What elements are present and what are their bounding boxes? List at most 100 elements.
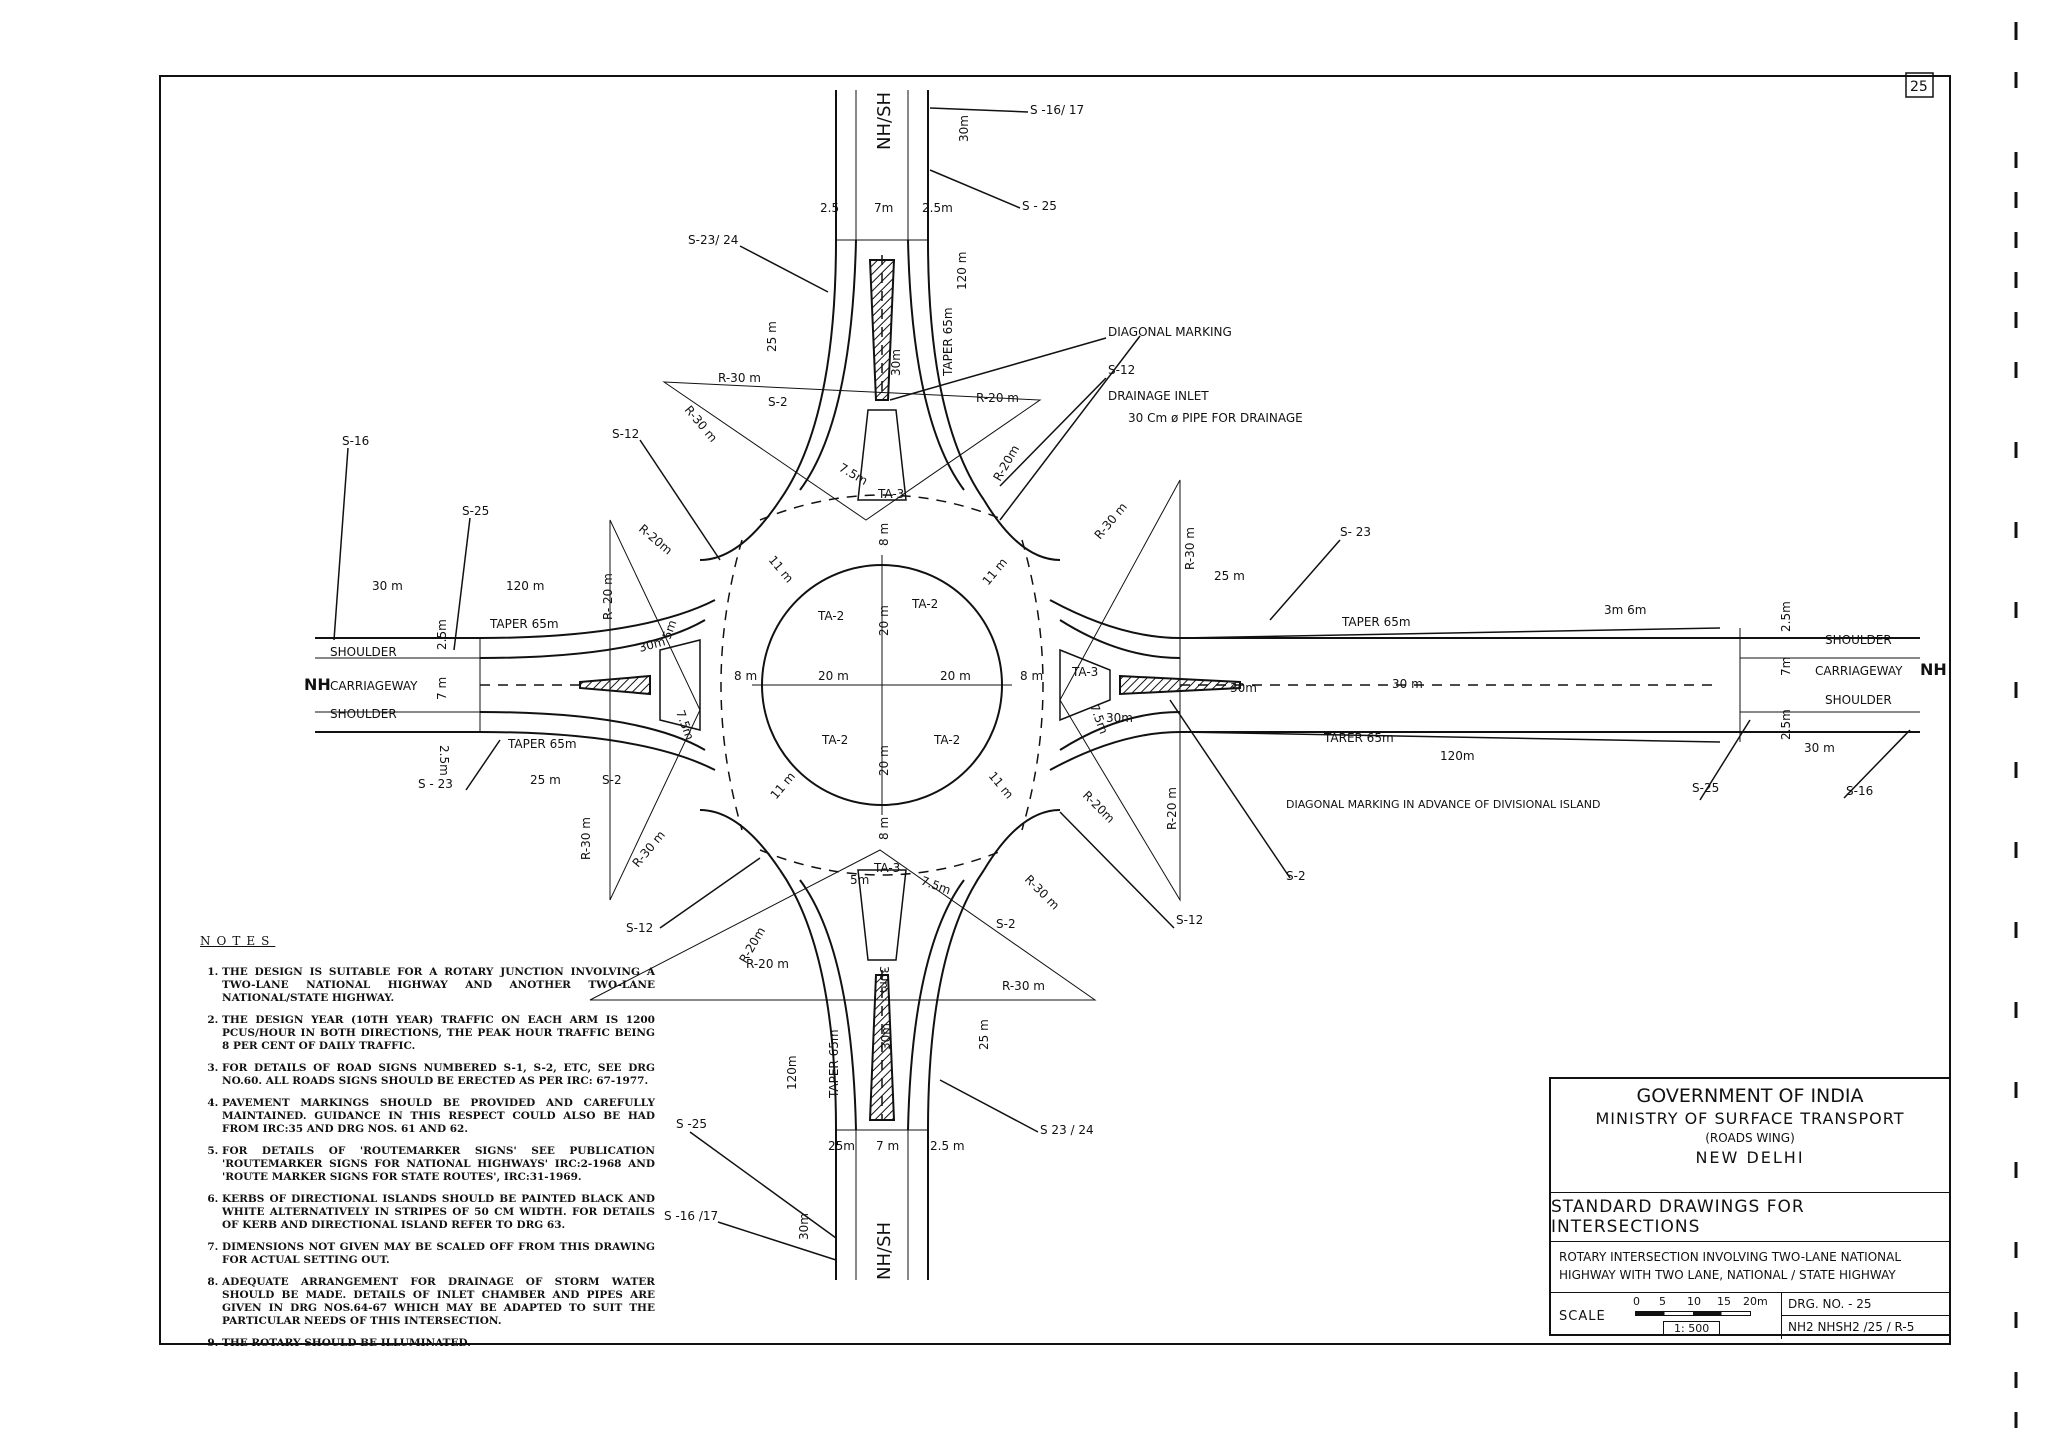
note-item: Adequate arrangement for drainage of sto… [222, 1276, 655, 1328]
sign-s23-left: S - 23 [418, 777, 453, 791]
title-block: GOVERNMENT OF INDIA MINISTRY OF SURFACE … [1549, 1077, 1951, 1339]
sheet-number-box [1905, 72, 1934, 98]
left-nh-label: NH [304, 675, 331, 694]
right-carriageway-label: CARRIAGEWAY [1815, 664, 1903, 678]
top-road-label: NH/SH [874, 92, 895, 150]
dim-top-120m: 120 m [955, 252, 969, 290]
dim-right-30m: 30 m [1392, 677, 1423, 691]
org-wing: (ROADS WING) [1705, 1131, 1795, 1145]
drawing-description: ROTARY INTERSECTION INVOLVING TWO-LANE N… [1551, 1242, 1949, 1293]
scale-tick: 10 [1687, 1295, 1701, 1308]
sign-s25-top: S - 25 [1022, 199, 1057, 213]
sign-s23-24-top: S-23/ 24 [688, 233, 738, 247]
dim-r20-diag-right: R-20m [990, 443, 1022, 484]
dim-r30-top: R-30 m [718, 371, 761, 385]
dim-r20-top: R-20 m [976, 391, 1019, 405]
right-shoulder-bottom: SHOULDER [1825, 693, 1892, 707]
construction-lines [589, 381, 1181, 1001]
dim-20m-left: 20 m [818, 669, 849, 683]
dim-top-7m: 7m [874, 201, 893, 215]
dim-bottom-r20: R-20 m [746, 957, 789, 971]
sign-s25-right: S-25 [1692, 781, 1719, 795]
note-item: For details of road signs numbered S-1, … [222, 1062, 655, 1088]
dim-bottom-30m: 30m [877, 966, 891, 993]
sign-s16-17-bottom: S -16 /17 [664, 1209, 718, 1223]
dim-20m-top: 20 m [877, 605, 891, 636]
scale-tick: 0 [1633, 1295, 1640, 1308]
callout-drainage-inlet: DRAINAGE INLET [1108, 389, 1209, 403]
dim-ta3-right: TA-3 [1071, 665, 1098, 679]
notes-section: NOTES The design is suitable for a rotar… [200, 935, 655, 1359]
sign-s23-right: S- 23 [1340, 525, 1371, 539]
dim-right-taper: TAPER 65m [1341, 615, 1411, 629]
sign-s16-17-top: S -16/ 17 [1030, 103, 1084, 117]
description-line-1: ROTARY INTERSECTION INVOLVING TWO-LANE N… [1559, 1250, 1902, 1264]
dim-11m-br: 11 m [986, 769, 1017, 802]
note-item: The design is suitable for a rotary junc… [222, 966, 655, 1005]
dim-5m-left: 5m [660, 618, 680, 641]
dim-8m-left: 8 m [734, 669, 757, 683]
sign-s23-24-bottom: S 23 / 24 [1040, 1123, 1094, 1137]
road-geometry [315, 90, 1920, 1280]
dim-top-2-5: 2.5 [820, 201, 839, 215]
dim-7-5m-top: 7.5m [837, 460, 871, 488]
title-block-organization: GOVERNMENT OF INDIA MINISTRY OF SURFACE … [1551, 1079, 1949, 1193]
sign-s2-right: S-2 [1286, 869, 1306, 883]
dim-bottom-taper: TAPER 65m [827, 1029, 841, 1099]
dim-r20-left: R-20m [636, 522, 675, 558]
note-item: For details of 'Routemarker Signs' see p… [222, 1145, 655, 1184]
scale-tick: 20m [1743, 1295, 1768, 1308]
dim-left-2-5m-b: 2.5m [437, 745, 451, 776]
sheet-number: 25 [1910, 79, 1928, 95]
left-shoulder-bottom: SHOULDER [330, 707, 397, 721]
sign-s12-bottom-right: S-12 [1176, 913, 1203, 927]
notes-heading: NOTES [200, 934, 276, 948]
dim-left-taper-top: TAPER 65m [489, 617, 559, 631]
note-item: Dimensions not given may be scaled off f… [222, 1241, 655, 1267]
note-item: The rotary should be illuminated. [222, 1337, 655, 1350]
dim-bottom-30m-v: 30m [879, 1023, 893, 1050]
standard-drawings-title: STANDARD DRAWINGS FOR INTERSECTIONS [1551, 1193, 1949, 1242]
scale-tick: 15 [1717, 1295, 1731, 1308]
note-item: Kerbs of directional islands should be p… [222, 1193, 655, 1232]
dim-right-30m-curve: 30m [1106, 711, 1133, 725]
dim-left-7m: 7 m [435, 677, 449, 700]
dim-20m-bottom: 20 m [877, 745, 891, 776]
drawing-border [159, 75, 1951, 1345]
dim-right-120m: 120m [1440, 749, 1475, 763]
description-line-2: HIGHWAY WITH TWO LANE, NATIONAL / STATE … [1559, 1268, 1896, 1282]
scale-tick: 5 [1659, 1295, 1666, 1308]
dim-11m-bl: 11 m [768, 769, 799, 802]
dim-left-120m: 120 m [506, 579, 544, 593]
dim-8m-right: 8 m [1020, 669, 1043, 683]
scale-cell: SCALE 0 5 10 15 20m 1: 500 [1551, 1293, 1782, 1339]
dim-7-5m-bottom: 7.5m [919, 874, 953, 898]
dim-bottom-25m: 25 m [977, 1019, 991, 1050]
dim-top-2-5m: 2.5m [922, 201, 953, 215]
dim-bottom-120m: 120m [785, 1055, 799, 1090]
leader-lines [333, 107, 1911, 1261]
sign-s2-top: S-2 [768, 395, 788, 409]
dim-bottom-2-5m-l: 25m [828, 1139, 855, 1153]
callout-diagonal-marking: DIAGONAL MARKING [1108, 325, 1232, 339]
sign-s25-left: S-25 [462, 504, 489, 518]
left-shoulder-top: SHOULDER [330, 645, 397, 659]
left-carriageway-label: CARRIAGEWAY [330, 679, 418, 693]
dim-left-r30-diag: R-30 m [630, 828, 668, 870]
scale-bar [1635, 1311, 1751, 1316]
dim-ta2-br: TA-2 [933, 733, 960, 747]
dim-right-r30: R-30 m [1183, 527, 1197, 570]
dim-bottom-30m-far: 30m [797, 1213, 811, 1240]
notes-list: The design is suitable for a rotary junc… [200, 966, 655, 1350]
dim-right-r20-v: R-20 m [1165, 787, 1179, 830]
dim-right-30m-b: 30m [1230, 681, 1257, 695]
dim-left-taper-bottom: TAPER 65m [507, 737, 577, 751]
dim-left-30m-curve: 30m [637, 634, 667, 655]
dim-8m-top: 8 m [877, 523, 891, 546]
dim-r30-diag-left: R-30 m [682, 403, 720, 445]
dim-left-r30: R-30 m [579, 817, 593, 860]
dim-right-tarer: TARER 65m [1323, 731, 1394, 745]
bottom-road-label: NH/SH [874, 1222, 895, 1280]
dim-bottom-7m: 7 m [876, 1139, 899, 1153]
